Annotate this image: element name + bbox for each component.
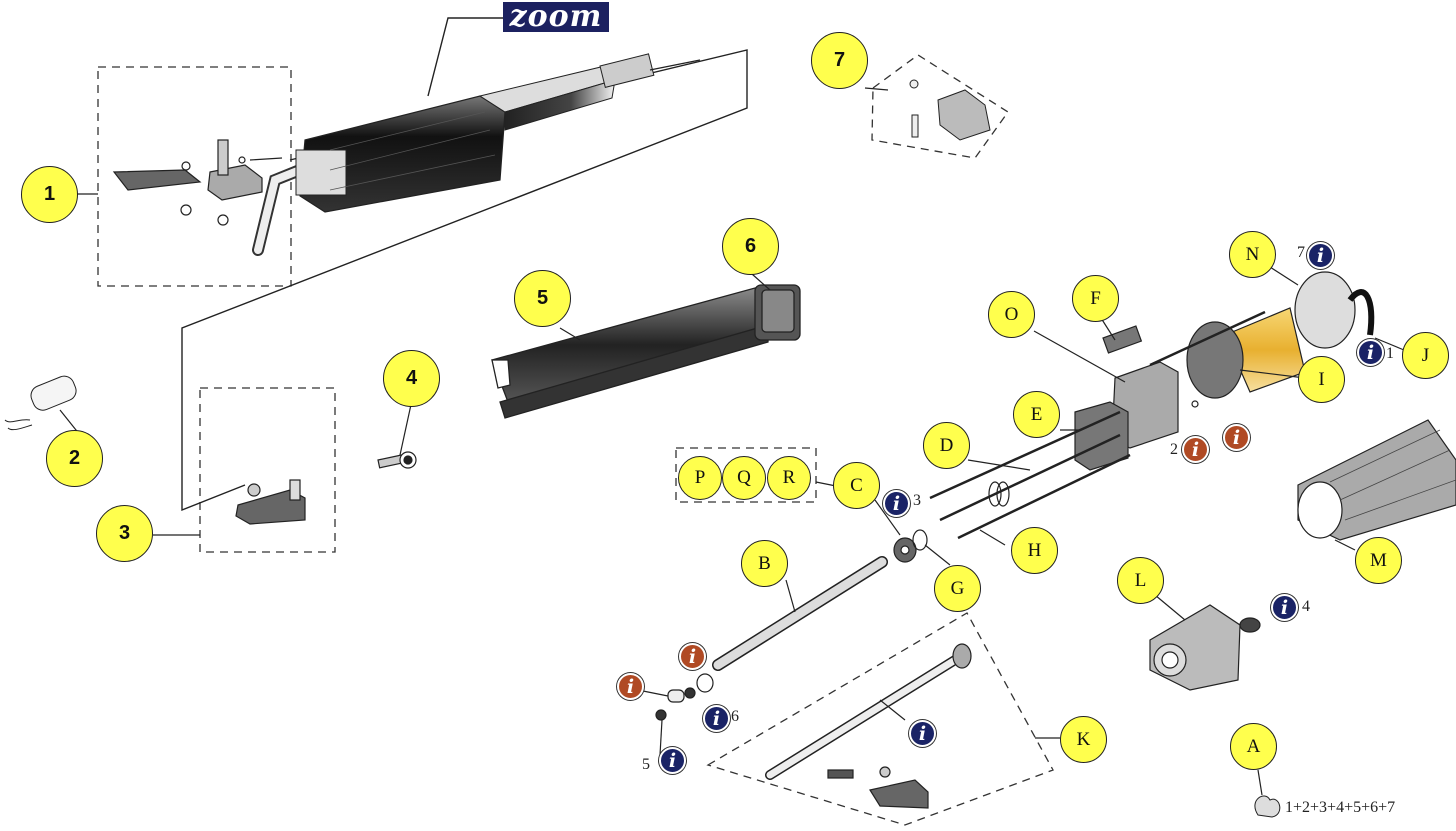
- callout-7[interactable]: 7: [811, 32, 868, 89]
- info-marker-label: 4: [1302, 598, 1310, 615]
- info-icon[interactable]: i: [1307, 242, 1334, 269]
- callout-5[interactable]: 5: [514, 270, 571, 327]
- info-icon[interactable]: i: [659, 747, 686, 774]
- info-marker-label: 5: [642, 756, 650, 773]
- info-icon[interactable]: i: [909, 720, 936, 747]
- callout-f[interactable]: F: [1072, 275, 1119, 322]
- info-marker-label: 1: [1386, 345, 1394, 362]
- callout-e[interactable]: E: [1013, 391, 1060, 438]
- callout-g[interactable]: G: [934, 565, 981, 612]
- group-box-7: [871, 54, 1009, 159]
- kit-formula: 1+2+3+4+5+6+7: [1285, 799, 1396, 816]
- callout-h[interactable]: H: [1011, 527, 1058, 574]
- info-icon[interactable]: i: [1182, 436, 1209, 463]
- callout-4[interactable]: 4: [383, 350, 440, 407]
- callout-a[interactable]: A: [1230, 723, 1277, 770]
- info-icon[interactable]: i: [1271, 594, 1298, 621]
- callout-2[interactable]: 2: [46, 430, 103, 487]
- callout-d[interactable]: D: [923, 422, 970, 469]
- callout-r[interactable]: R: [767, 456, 811, 500]
- callout-q[interactable]: Q: [722, 456, 766, 500]
- callout-i[interactable]: I: [1298, 356, 1345, 403]
- callout-6[interactable]: 6: [722, 218, 779, 275]
- info-icon[interactable]: i: [883, 490, 910, 517]
- callout-n[interactable]: N: [1229, 231, 1276, 278]
- zoom-label[interactable]: zoom: [503, 2, 609, 32]
- group-box-pqr: [675, 447, 817, 503]
- info-marker-label: 3: [913, 492, 921, 509]
- info-icon[interactable]: i: [1223, 424, 1250, 451]
- callout-p[interactable]: P: [678, 456, 722, 500]
- callout-j[interactable]: J: [1402, 332, 1449, 379]
- callout-3[interactable]: 3: [96, 505, 153, 562]
- info-icon[interactable]: i: [617, 673, 644, 700]
- callout-c[interactable]: C: [833, 462, 880, 509]
- callout-o[interactable]: O: [988, 291, 1035, 338]
- info-marker-label: 7: [1297, 244, 1305, 261]
- callout-m[interactable]: M: [1355, 537, 1402, 584]
- callout-b[interactable]: B: [741, 540, 788, 587]
- group-box-k: [706, 612, 1054, 826]
- group-box-3: [199, 387, 336, 553]
- info-icon[interactable]: i: [703, 705, 730, 732]
- callout-k[interactable]: K: [1060, 716, 1107, 763]
- group-box-1: [97, 66, 292, 287]
- info-icon[interactable]: i: [1357, 339, 1384, 366]
- info-marker-label: 2: [1170, 441, 1178, 458]
- callout-l[interactable]: L: [1117, 557, 1164, 604]
- callout-1[interactable]: 1: [21, 166, 78, 223]
- info-icon[interactable]: i: [679, 643, 706, 670]
- info-marker-label: 6: [731, 708, 739, 725]
